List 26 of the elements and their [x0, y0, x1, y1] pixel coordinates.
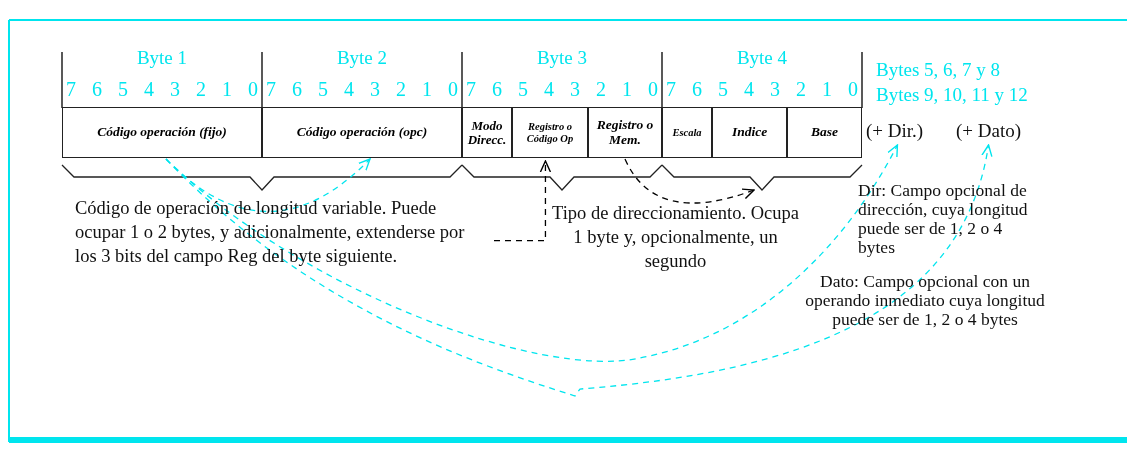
field-cell: Código operación (fijo) — [62, 107, 262, 158]
field-cell: Base — [787, 107, 862, 158]
arrow — [493, 160, 552, 242]
arrow — [165, 144, 992, 397]
bit-number-row: 7 6 5 4 3 2 1 0 — [666, 77, 858, 101]
byte-label: Bytes 9, 10, 11 y 12 — [876, 83, 1028, 107]
byte-label: Bytes 5, 6, 7 y 8 — [876, 58, 1001, 82]
field-cell: Indice — [712, 107, 787, 158]
description-text: Dir: Campo opcional de dirección, cuya longitud puede ser de 1, 2 o 4 bytes — [858, 181, 1029, 257]
byte-label: Byte 4 — [735, 46, 789, 70]
bit-number-row: 7 6 5 4 3 2 1 0 — [266, 77, 458, 101]
bit-number-row: 7 6 5 4 3 2 1 0 — [466, 77, 658, 101]
field-annotation: (+ Dir.) — [866, 120, 924, 142]
field-cell: Modo Direcc. — [462, 107, 512, 158]
field-cell: Registro o Mem. — [588, 107, 662, 158]
description-text: Dato: Campo opcional con un operando inmediato cuya longitud puede ser de 1, 2 o 4 bytes — [804, 272, 1046, 329]
bit-number-row: 7 6 5 4 3 2 1 0 — [66, 77, 258, 101]
byte-label: Byte 2 — [335, 46, 389, 70]
field-annotation: (+ Dato) — [956, 120, 1022, 142]
arrow — [624, 158, 755, 204]
byte-label: Byte 1 — [135, 46, 189, 70]
description-text: Tipo de direccionamiento. Ocupa 1 byte y, opcionalmente, un segundo — [551, 202, 800, 273]
field-cell: Registro o Código Op — [512, 107, 588, 158]
field-cell: Código operación (opc) — [262, 107, 462, 158]
field-cell: Escala — [662, 107, 712, 158]
byte-label: Byte 3 — [535, 46, 589, 70]
